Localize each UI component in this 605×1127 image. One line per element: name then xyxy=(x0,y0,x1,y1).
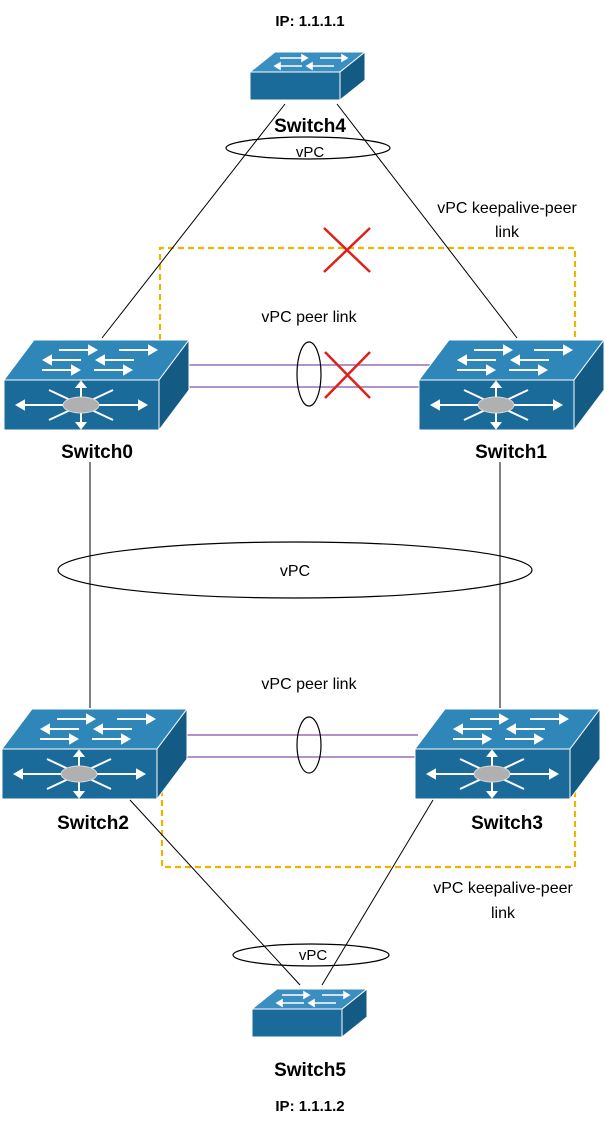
vpc-ellipse-top xyxy=(225,136,391,160)
keepalive-failure-x-icon xyxy=(323,227,371,273)
link-switch3-switch5 xyxy=(321,799,434,986)
peer-link-ellipse-top xyxy=(296,341,322,407)
switch3-label: Switch3 xyxy=(471,813,543,834)
link-switch4-switch1 xyxy=(336,103,518,339)
link-switch4-switch0 xyxy=(101,103,286,339)
keepalive-label-top-2: link xyxy=(495,224,520,241)
switch5-ip: IP: 1.1.1.2 xyxy=(275,1098,344,1115)
keepalive-link-bottom xyxy=(160,790,577,869)
keepalive-label-bottom-2: link xyxy=(491,905,516,922)
vpc-ellipse-middle xyxy=(57,541,533,599)
switch4-icon xyxy=(249,51,366,101)
peer-link-label-top: vPC peer link xyxy=(261,309,357,326)
vpc-label-bottom: vPC xyxy=(299,947,328,964)
switch4-label: Switch4 xyxy=(274,116,346,137)
peer-link-top xyxy=(188,364,437,388)
vpc-ellipse-bottom xyxy=(232,943,390,967)
switch1-label: Switch1 xyxy=(475,442,547,463)
switch3-icon xyxy=(414,708,601,800)
keepalive-label-bottom-1: vPC keepalive-peer xyxy=(433,880,573,897)
switch1-icon xyxy=(418,339,605,431)
switch0-label: Switch0 xyxy=(61,442,133,463)
link-switch2-switch5 xyxy=(129,799,301,986)
peer-link-bottom xyxy=(186,734,418,758)
peer-link-ellipse-bottom xyxy=(296,716,322,774)
keepalive-link-top xyxy=(158,246,577,420)
vpc-label-middle: vPC xyxy=(280,563,310,580)
keepalive-label-top-1: vPC keepalive-peer xyxy=(437,200,577,217)
vpc-label-top: vPC xyxy=(296,144,325,161)
peer-link-failure-x-icon xyxy=(324,351,371,399)
peer-link-label-bottom: vPC peer link xyxy=(261,676,357,693)
switch2-icon xyxy=(1,708,188,800)
switch4-ip: IP: 1.1.1.1 xyxy=(275,13,344,30)
switch0-icon xyxy=(3,339,190,431)
switch2-label: Switch2 xyxy=(57,813,129,834)
switch5-icon xyxy=(251,988,368,1038)
switch5-label: Switch5 xyxy=(274,1060,346,1081)
